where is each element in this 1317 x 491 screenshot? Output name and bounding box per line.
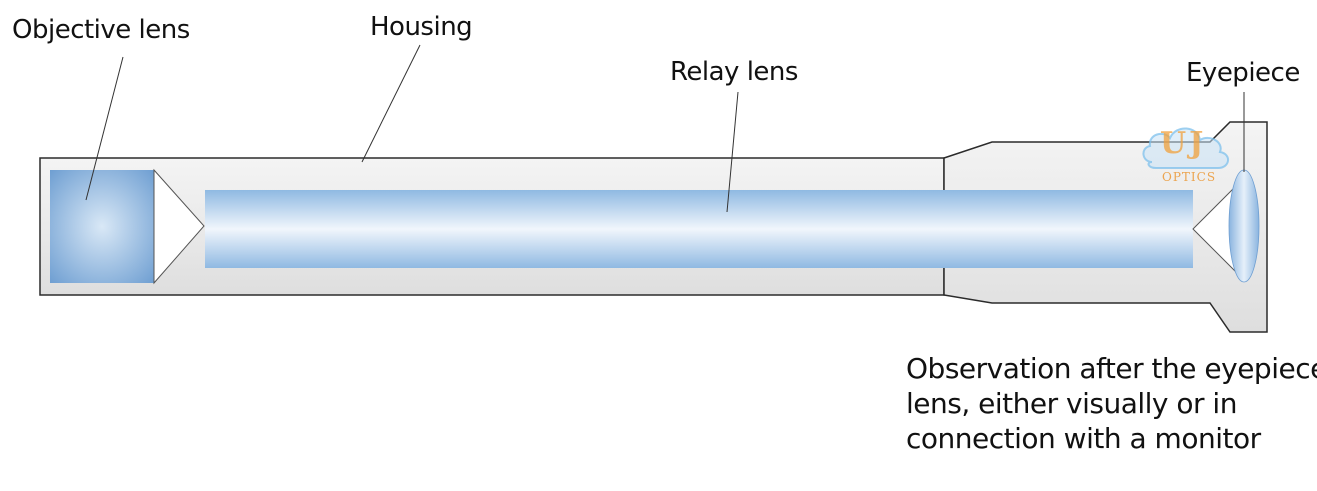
- label-observation-note: Observation after the eyepiece lens, eit…: [906, 351, 1317, 456]
- observation-line-3: connection with a monitor: [906, 422, 1261, 455]
- label-eyepiece: Eyepiece: [1186, 58, 1300, 88]
- watermark-logo: UJ OPTICS: [1138, 118, 1238, 194]
- objective-lens: [50, 170, 154, 283]
- observation-line-2: lens, either visually or in: [906, 387, 1237, 420]
- watermark-main-text: UJ: [1160, 126, 1207, 161]
- leader-relay: [726, 91, 739, 213]
- label-objective-lens: Objective lens: [12, 15, 190, 45]
- leader-objective: [85, 56, 124, 201]
- observation-line-1: Observation after the eyepiece: [906, 352, 1317, 385]
- label-housing: Housing: [370, 12, 473, 42]
- objective-prism: [153, 168, 205, 285]
- relay-lens: [205, 190, 1193, 268]
- leader-housing: [361, 44, 421, 163]
- label-relay-lens: Relay lens: [670, 57, 798, 87]
- watermark-sub-text: OPTICS: [1162, 170, 1217, 184]
